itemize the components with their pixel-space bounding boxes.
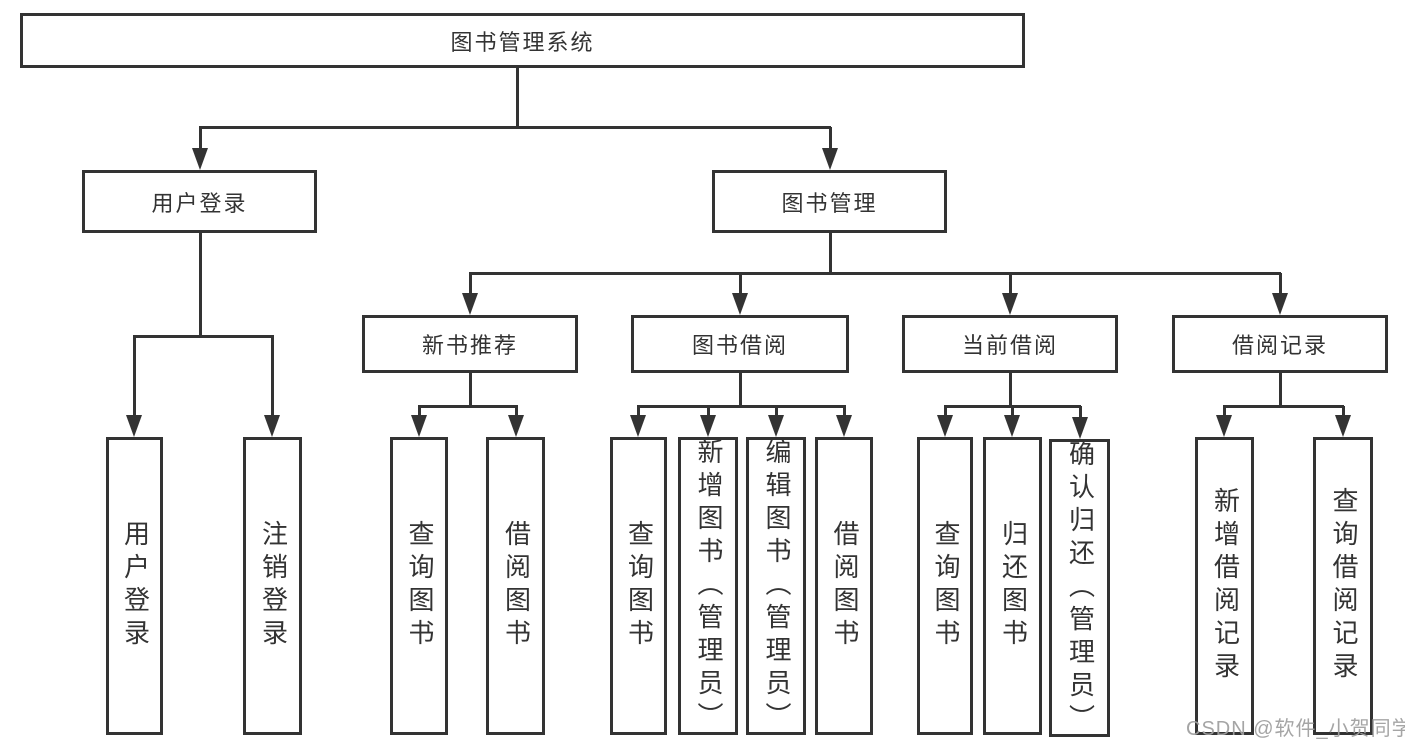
arrowhead-down-icon (1216, 415, 1232, 437)
node-label: 编辑图书（管理员） (761, 437, 792, 735)
node-label: 图书管理 (781, 190, 878, 216)
node-label: 归还图书 (998, 520, 1029, 652)
node-label: 借阅图书 (829, 520, 860, 652)
connector-line (516, 68, 519, 126)
node-bb-borrow-books: 借阅图书 (815, 437, 873, 735)
arrowhead-down-icon (1072, 417, 1088, 439)
connector-line (1223, 406, 1226, 417)
node-book-borrow: 图书借阅 (631, 315, 849, 373)
node-label: 查询借阅记录 (1328, 487, 1359, 685)
connector-line (515, 406, 518, 417)
arrowhead-down-icon (508, 415, 524, 437)
node-cb-return-books: 归还图书 (983, 437, 1042, 735)
node-leaf-logout: 注销登录 (243, 437, 302, 735)
node-label: 新增借阅记录 (1210, 487, 1241, 685)
node-label: 查询图书 (930, 520, 961, 652)
node-book-management: 图书管理 (712, 170, 947, 233)
arrowhead-down-icon (126, 415, 142, 437)
arrowhead-down-icon (1272, 293, 1288, 315)
connector-line (1279, 373, 1282, 406)
node-cb-confirm-return-admin: 确认归还（管理员） (1049, 439, 1110, 737)
arrowhead-down-icon (1335, 415, 1351, 437)
arrowhead-down-icon (1002, 293, 1018, 315)
node-label: 图书管理系统 (450, 29, 595, 55)
connector-line (133, 335, 274, 338)
arrowhead-down-icon (411, 415, 427, 437)
node-root-library-system: 图书管理系统 (20, 13, 1025, 68)
node-label: 注销登录 (258, 520, 289, 652)
connector-line (944, 406, 947, 417)
arrowhead-down-icon (462, 293, 478, 315)
node-label: 用户登录 (120, 520, 151, 652)
connector-line (829, 233, 832, 273)
node-label: 图书借阅 (691, 333, 788, 358)
arrowhead-down-icon (700, 415, 716, 437)
connector-line (1011, 406, 1014, 417)
node-borrow-records: 借阅记录 (1172, 315, 1388, 373)
connector-line (1079, 406, 1082, 419)
connector-line (775, 406, 778, 417)
node-label: 借阅记录 (1231, 333, 1328, 358)
node-label: 确认归还（管理员） (1065, 439, 1096, 737)
connector-line (133, 336, 136, 417)
node-label: 查询图书 (624, 520, 655, 652)
connector-line (843, 406, 846, 417)
connector-line (271, 336, 274, 417)
node-label: 当前借阅 (961, 333, 1058, 358)
node-new-book-recommend: 新书推荐 (362, 315, 578, 373)
connector-line (418, 406, 421, 417)
connector-line (199, 233, 202, 336)
node-br-add-record: 新增借阅记录 (1195, 437, 1254, 735)
connector-line (469, 273, 472, 295)
arrowhead-down-icon (732, 293, 748, 315)
connector-line (739, 373, 742, 406)
node-bb-query-books: 查询图书 (610, 437, 667, 735)
arrowhead-down-icon (264, 415, 280, 437)
connector-line (1279, 273, 1282, 295)
arrowhead-down-icon (937, 415, 953, 437)
connector-line (1009, 273, 1012, 295)
arrowhead-down-icon (192, 148, 208, 170)
connector-line (469, 272, 1281, 275)
csdn-watermark: CSDN @软件_小贺同学 (1186, 718, 1405, 740)
connector-line (199, 126, 831, 129)
arrowhead-down-icon (630, 415, 646, 437)
node-user-login: 用户登录 (82, 170, 317, 233)
connector-line (637, 406, 640, 417)
node-br-query-record: 查询借阅记录 (1313, 437, 1373, 735)
connector-line (1223, 405, 1344, 408)
arrowhead-down-icon (768, 415, 784, 437)
node-current-borrow: 当前借阅 (902, 315, 1118, 373)
node-nbr-borrow-books: 借阅图书 (486, 437, 545, 735)
node-label: 借阅图书 (501, 520, 532, 652)
connector-line (1342, 406, 1345, 417)
node-label: 查询图书 (404, 520, 435, 652)
arrowhead-down-icon (836, 415, 852, 437)
connector-line (739, 273, 742, 295)
node-bb-add-books-admin: 新增图书（管理员） (678, 437, 738, 735)
connector-line (829, 127, 832, 150)
node-cb-query-books: 查询图书 (917, 437, 973, 735)
node-nbr-query-books: 查询图书 (390, 437, 448, 735)
node-label: 新书推荐 (421, 333, 518, 358)
arrowhead-down-icon (822, 148, 838, 170)
node-leaf-user-login: 用户登录 (106, 437, 163, 735)
connector-line (707, 406, 710, 417)
arrowhead-down-icon (1004, 415, 1020, 437)
connector-line (637, 405, 846, 408)
node-label: 用户登录 (151, 190, 248, 216)
connector-line (418, 405, 518, 408)
connector-line (469, 373, 472, 406)
node-bb-edit-books-admin: 编辑图书（管理员） (746, 437, 806, 735)
connector-line (199, 127, 202, 150)
node-label: 新增图书（管理员） (693, 437, 724, 735)
connector-line (1009, 373, 1012, 406)
